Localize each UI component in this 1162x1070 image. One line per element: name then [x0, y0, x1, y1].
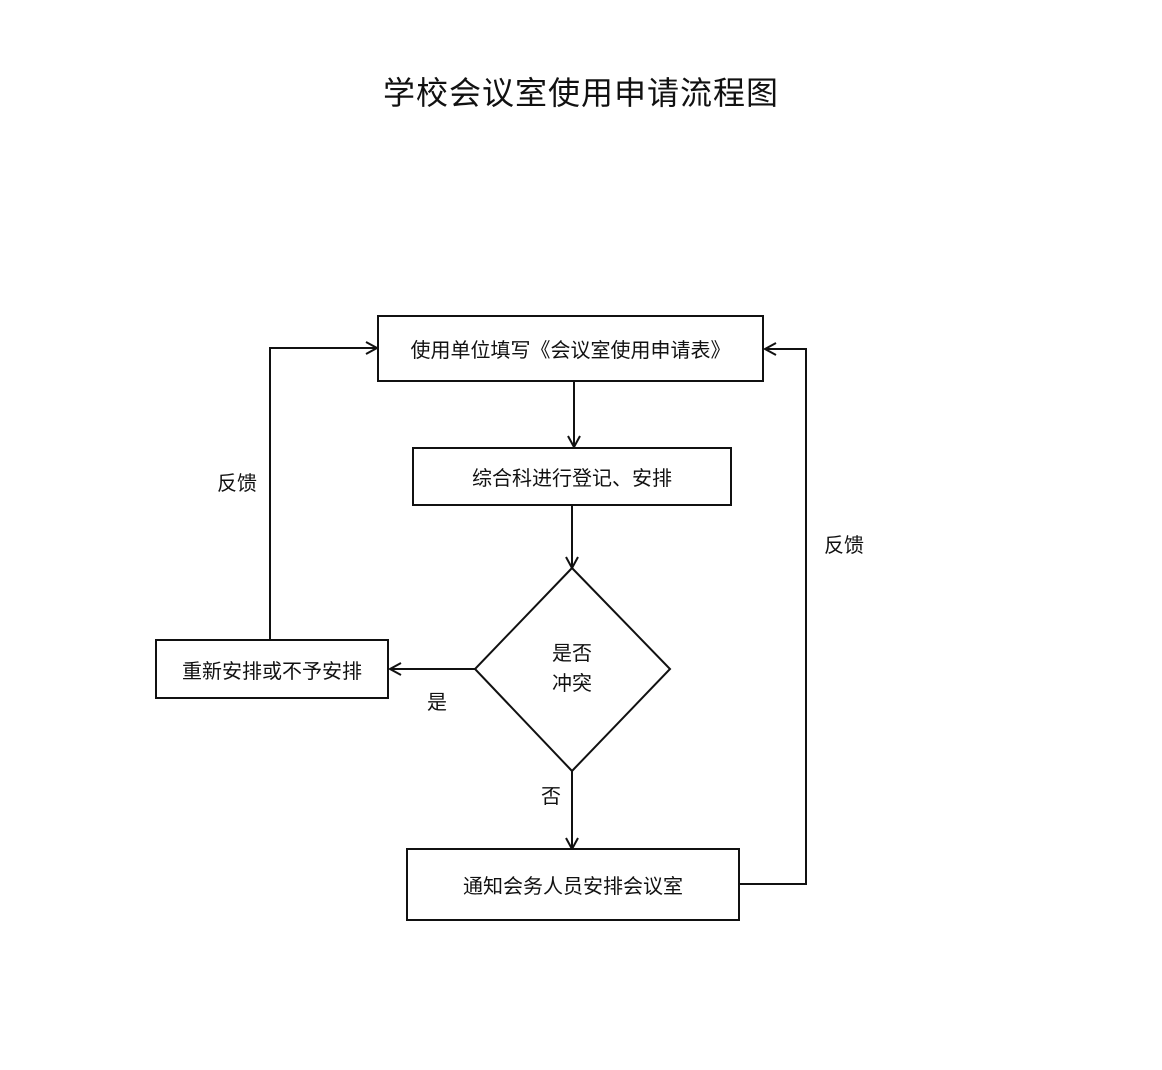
feedback-right-label: 反馈 — [824, 533, 864, 557]
step-rearrange-or-reject: 重新安排或不予安排 — [155, 639, 389, 699]
decision-conflict-label: 是否 冲突 — [522, 638, 622, 698]
step-notify-staff: 通知会务人员安排会议室 — [406, 848, 740, 921]
decision-line-2: 冲突 — [552, 671, 592, 695]
step-fill-application-form: 使用单位填写《会议室使用申请表》 — [377, 315, 764, 382]
arrow-feedback-left — [269, 341, 380, 640]
decision-line-1: 是否 — [552, 641, 592, 665]
no-label: 否 — [541, 784, 561, 808]
arrow-feedback-right — [740, 342, 807, 885]
yes-label: 是 — [427, 690, 447, 714]
step-register-arrange: 综合科进行登记、安排 — [412, 447, 732, 506]
diagram-title: 学校会议室使用申请流程图 — [382, 74, 779, 112]
feedback-left-label: 反馈 — [217, 471, 257, 495]
